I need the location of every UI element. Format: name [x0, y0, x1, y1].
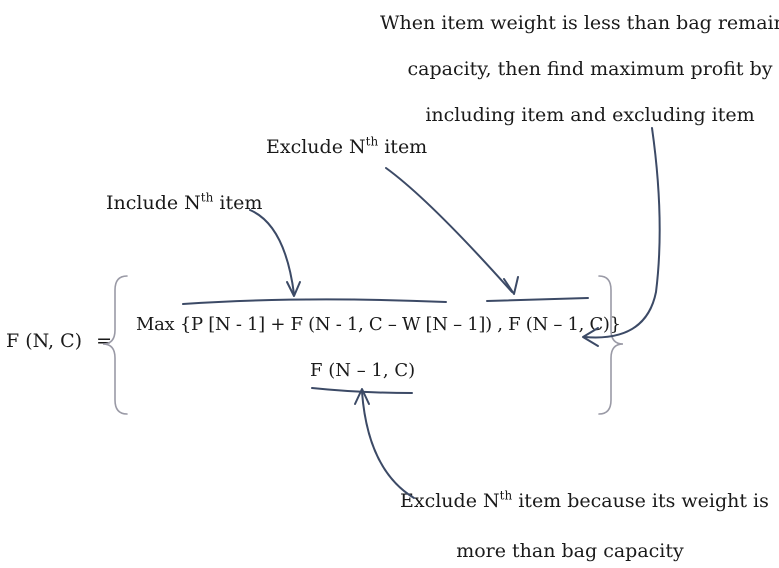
annotation-include-item: Include Nth item [106, 192, 262, 214]
annotation-exclude-item-sup: th [365, 134, 379, 149]
annotation-weight-exceeds: Exclude Nth item because its weight is m… [400, 486, 769, 566]
right-brace [598, 275, 624, 415]
annotation-include-item-sup: th [200, 190, 214, 205]
annotation-weight-exceeds-suffix: item because its weight is [512, 490, 769, 512]
weight-exceeds-arrow [361, 391, 415, 499]
annotation-exclude-item: Exclude Nth item [266, 136, 427, 158]
equation-case-exclude: F (N – 1, C) [310, 360, 416, 381]
annotation-max-profit: When item weight is less than bag remain… [380, 8, 779, 130]
max-profit-arrow-head-icon [582, 327, 599, 347]
equation-lhs-text: F (N, C) [6, 330, 83, 352]
left-brace [102, 275, 128, 415]
equation-lhs: F (N, C) = [6, 330, 112, 352]
equals-sign: = [96, 330, 113, 352]
annotation-exclude-item-suffix: item [378, 136, 428, 158]
include-arrow-head-icon [286, 281, 301, 297]
annotation-max-profit-line2: capacity, then find maximum profit by [407, 58, 773, 80]
annotation-weight-exceeds-line1: Exclude Nth item because its weight is [400, 486, 769, 536]
exclude-term-overline [486, 297, 589, 302]
annotation-weight-exceeds-sup: th [499, 488, 513, 503]
annotation-include-item-prefix: Include N [106, 192, 201, 214]
annotation-exclude-item-prefix: Exclude N [266, 136, 366, 158]
annotation-weight-exceeds-prefix: Exclude N [400, 490, 500, 512]
exclude-arrow-head-icon [503, 276, 519, 295]
annotation-max-profit-line3: including item and excluding item [425, 104, 755, 126]
annotation-include-item-suffix: item [213, 192, 263, 214]
annotation-weight-exceeds-line2: more than bag capacity [456, 540, 684, 562]
include-term-overline [182, 298, 447, 305]
equation-case-include: Max {P [N - 1] + F (N - 1, C – W [N – 1]… [136, 314, 621, 335]
weight-exceeds-arrow-head-icon [354, 388, 370, 405]
include-arrow [249, 209, 295, 295]
max-profit-arrow [584, 127, 661, 339]
exclude-arrow [385, 167, 513, 293]
annotation-max-profit-line1: When item weight is less than bag remain… [380, 12, 779, 34]
